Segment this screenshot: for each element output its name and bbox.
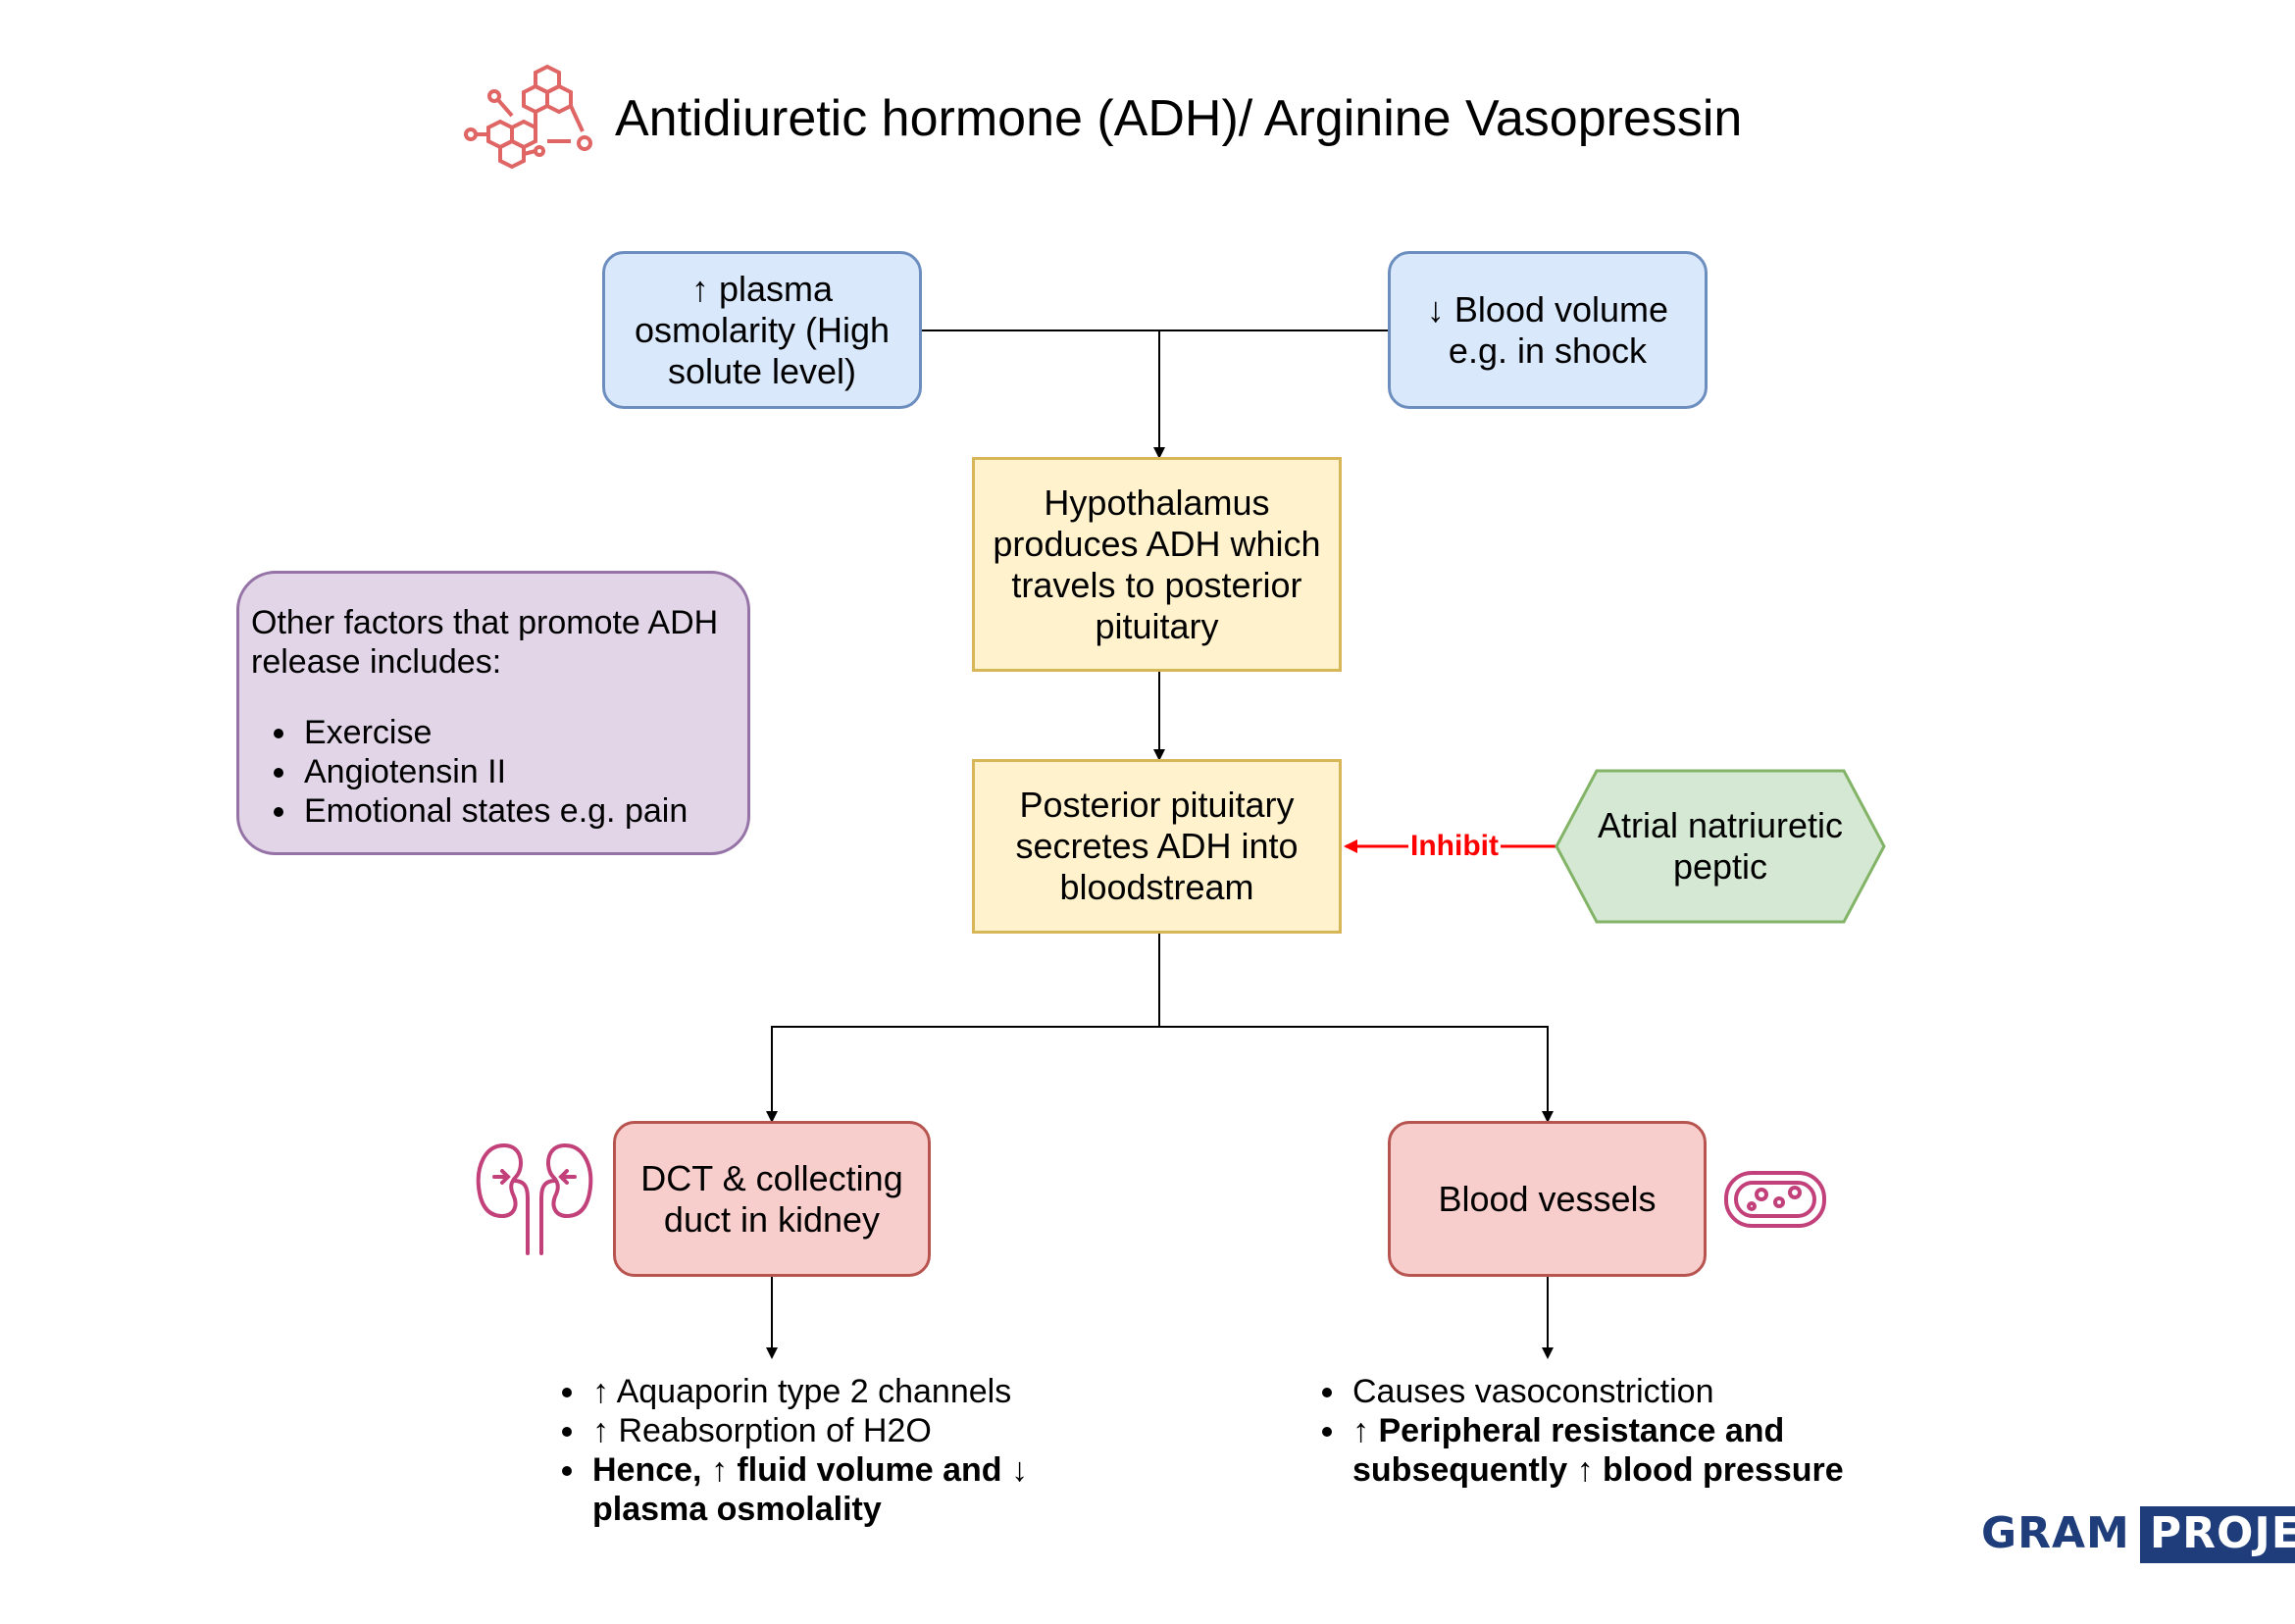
blood-volume-node: ↓ Blood volume e.g. in shock xyxy=(1388,251,1708,409)
node-line: Hypothalamus xyxy=(1044,482,1270,523)
kidney-effects-list: ↑ Aquaporin type 2 channels ↑ Reabsorpti… xyxy=(553,1372,1063,1529)
node-line: ↓ Blood volume xyxy=(1426,288,1669,330)
anp-hexagon xyxy=(1555,769,1886,924)
node-line: Atrial natriuretic xyxy=(1597,805,1844,845)
kidney-icon xyxy=(476,1142,593,1255)
node-line: Blood vessels xyxy=(1438,1178,1657,1219)
node-line: duct in kidney xyxy=(663,1198,881,1240)
node-line: secretes ADH into xyxy=(1015,826,1299,866)
effect-item: ↑ Reabsorption of H2O xyxy=(588,1411,1063,1450)
effect-item: Causes vasoconstriction xyxy=(1349,1372,1862,1411)
vessel-effects-list: Causes vasoconstriction ↑ Peripheral res… xyxy=(1313,1372,1862,1490)
gram-project-logo: GRAM PROJECT xyxy=(1981,1506,2295,1563)
node-line: bloodstream xyxy=(1059,867,1254,907)
effect-line: ↑ Peripheral resistance and xyxy=(1352,1412,1785,1449)
blood-vessel-icon xyxy=(1724,1171,1826,1228)
connector-lines xyxy=(766,330,1554,1359)
node-line: travels to posterior xyxy=(1011,564,1302,605)
effect-item: ↑ Aquaporin type 2 channels xyxy=(588,1372,1063,1411)
other-factors-box: Other factors that promote ADH release i… xyxy=(236,571,750,855)
node-line: peptic xyxy=(1672,846,1768,887)
logo-part-gram: GRAM xyxy=(1981,1508,2130,1558)
page-title: Antidiuretic hormone (ADH)/ Arginine Vas… xyxy=(615,90,1743,147)
molecule-icon xyxy=(464,64,592,170)
line-posterior-split xyxy=(766,934,1160,1123)
factor-item: Angiotensin II xyxy=(300,752,728,791)
node-line: Posterior pituitary xyxy=(1019,785,1295,825)
effect-item-bold: Hence, ↑ fluid volume and ↓ plasma osmol… xyxy=(588,1450,1063,1529)
factor-item: Emotional states e.g. pain xyxy=(300,791,728,831)
effect-line: Hence, ↑ fluid volume and ↓ xyxy=(592,1451,1028,1489)
hypothalamus-node: Hypothalamus produces ADH which travels … xyxy=(972,457,1342,672)
effect-item-bold: ↑ Peripheral resistance and subsequently… xyxy=(1349,1411,1862,1490)
node-line: e.g. in shock xyxy=(1448,330,1648,371)
line-posterior-split-right xyxy=(1159,1026,1554,1123)
node-line: osmolarity (High xyxy=(634,309,891,350)
plasma-osmolarity-node: ↑ plasma osmolarity (High solute level) xyxy=(602,251,922,409)
blood-vessels-node: Blood vessels xyxy=(1388,1121,1707,1277)
inhibit-label: Inhibit xyxy=(1408,830,1501,863)
other-factors-heading: Other factors that promote ADH xyxy=(251,604,719,641)
node-line: pituitary xyxy=(1095,605,1219,646)
kidney-duct-node: DCT & collecting duct in kidney xyxy=(613,1121,931,1277)
logo-part-project: PROJECT xyxy=(2139,1506,2295,1563)
posterior-pituitary-node: Posterior pituitary secretes ADH into bl… xyxy=(972,759,1342,934)
node-line: solute level) xyxy=(667,350,857,391)
node-line: ↑ plasma xyxy=(690,268,834,309)
other-factors-heading: release includes: xyxy=(251,643,502,681)
effect-line: subsequently ↑ blood pressure xyxy=(1352,1451,1844,1489)
effect-line: plasma osmolality xyxy=(592,1491,882,1528)
node-line: produces ADH which xyxy=(993,523,1321,564)
factor-item: Exercise xyxy=(300,713,728,752)
node-line: DCT & collecting xyxy=(640,1157,903,1198)
atrial-natriuretic-node: Atrial natriuretic peptic xyxy=(1556,771,1884,922)
